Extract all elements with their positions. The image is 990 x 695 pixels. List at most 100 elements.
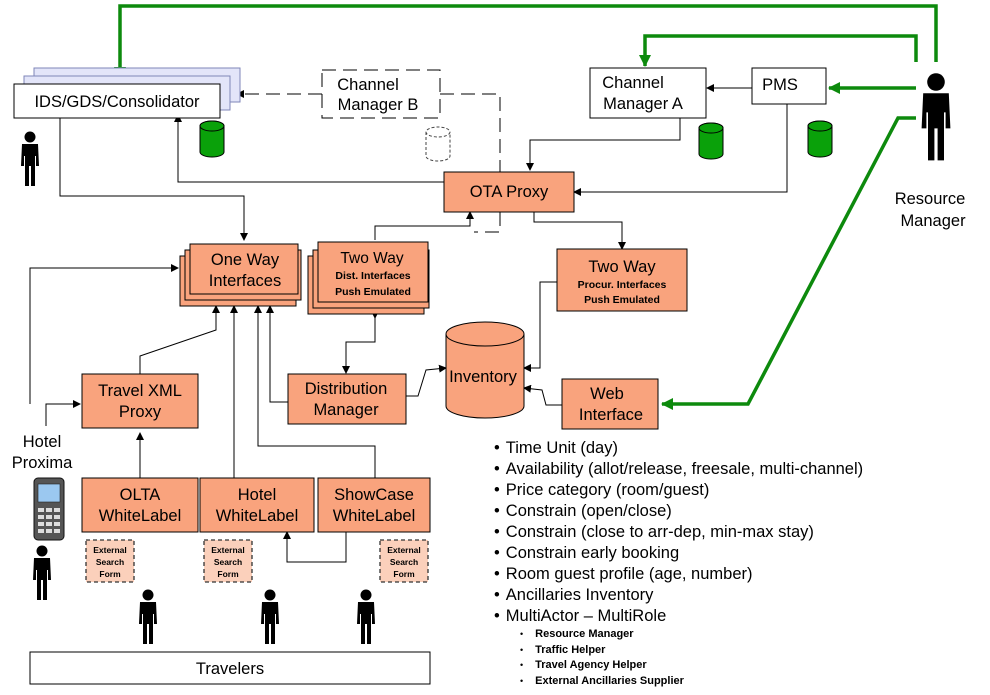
- edge-ids-to-oneway: [59, 112, 248, 241]
- role-item: External Ancillaries Supplier: [520, 674, 984, 690]
- travelers-node: Travelers: [29, 651, 431, 685]
- connectors: [29, 84, 788, 563]
- edge-cmb-to-twoway: [474, 212, 501, 233]
- feature-item: MultiActor – MultiRole: [494, 606, 984, 627]
- olta-line1: OLTA: [120, 486, 161, 504]
- travel-xml-line1: Travel XML: [98, 382, 182, 400]
- svg-text:Search: Search: [214, 557, 242, 567]
- channel-manager-b-line2: Manager B: [338, 96, 419, 114]
- edge-rm-to-cma: [639, 34, 918, 67]
- resource-manager-arrows: [114, 4, 938, 410]
- one-way-line2: Interfaces: [209, 272, 281, 290]
- channel-manager-a-line2: Manager A: [603, 95, 683, 113]
- feature-item: Price category (room/guest): [494, 480, 984, 501]
- ids-gds-label: IDS/GDS/Consolidator: [34, 93, 200, 111]
- edge-rm-to-web: [661, 116, 916, 410]
- feature-item: Constrain (open/close): [494, 501, 984, 522]
- person-icon-resource-manager: [921, 73, 951, 161]
- edge-proxima-to-oneway: [29, 264, 179, 404]
- edge-distmgr-inventory: [399, 364, 447, 400]
- role-item: Resource Manager: [520, 627, 984, 643]
- showcase-line2: WhiteLabel: [333, 507, 416, 525]
- web-interface-node: Web Interface: [561, 378, 659, 430]
- external-search-form-3: External Search Form: [379, 539, 429, 583]
- dashed-connectors: [236, 90, 501, 233]
- person-icon-traveler-1: [139, 589, 157, 644]
- svg-text:Search: Search: [96, 557, 124, 567]
- hotel-proxima-line1: Hotel: [23, 433, 62, 451]
- edge-pms-to-ota: [573, 104, 788, 196]
- travel-xml-proxy-node: Travel XML Proxy: [81, 373, 199, 429]
- external-search-form-2: External Search Form: [203, 539, 253, 583]
- two-way-dist-line3: Push Emulated: [335, 286, 411, 298]
- role-item: Travel Agency Helper: [520, 658, 984, 674]
- svg-text:Form: Form: [99, 569, 121, 579]
- database-icon-ids: [199, 120, 225, 158]
- feature-item: Room guest profile (age, number): [494, 564, 984, 585]
- resource-manager-line2: Manager: [900, 212, 966, 230]
- ota-proxy-node: OTA Proxy: [443, 171, 575, 213]
- two-way-dist-line2: Dist. Interfaces: [335, 270, 410, 282]
- edge-twoway-to-ota: [374, 211, 474, 240]
- two-way-procur-line3: Push Emulated: [584, 294, 660, 306]
- edge-distmgr-oneway: [266, 305, 295, 406]
- showcase-whitelabel-node: ShowCase WhiteLabel: [317, 477, 431, 533]
- edge-cma-to-ota: [526, 118, 681, 171]
- feature-item: Constrain (close to arr-dep, min-max sta…: [494, 522, 984, 543]
- edge-web-to-inventory: [523, 384, 562, 406]
- role-item: Traffic Helper: [520, 643, 984, 659]
- database-icon-pms: [807, 120, 833, 158]
- distribution-manager-node: Distribution Manager: [287, 373, 407, 425]
- hotel-whitelabel-node: Hotel WhiteLabel: [199, 477, 315, 533]
- two-way-dist-interfaces-node: Two Way Dist. Interfaces Push Emulated: [307, 241, 430, 315]
- edge-rm-to-ids: [114, 4, 938, 79]
- edge-proxima-to-travelxml: [45, 400, 81, 426]
- svg-text:Search: Search: [390, 557, 418, 567]
- features-list: Time Unit (day) Availability (allot/rele…: [494, 438, 984, 689]
- person-icon-proxima: [33, 545, 51, 600]
- svg-text:External: External: [211, 545, 245, 555]
- feature-item: Time Unit (day): [494, 438, 984, 459]
- one-way-interfaces-node: One Way Interfaces: [179, 243, 302, 307]
- web-interface-line2: Interface: [579, 406, 643, 424]
- svg-text:Form: Form: [217, 569, 239, 579]
- pms-node: PMS: [751, 67, 827, 105]
- feature-item: Constrain early booking: [494, 543, 984, 564]
- external-search-form-1: External Search Form: [85, 539, 135, 583]
- edge-showcase-to-oneway: [254, 305, 376, 478]
- ids-gds-consolidator-node: IDS/GDS/Consolidator: [13, 67, 241, 119]
- two-way-procur-line2: Procur. Interfaces: [578, 279, 667, 291]
- edge-procur-to-inventory: [523, 281, 557, 372]
- pms-label: PMS: [762, 76, 798, 94]
- two-way-procur-line1: Two Way: [588, 258, 656, 276]
- edge-ota-to-cmb: [440, 93, 501, 172]
- travel-xml-line2: Proxy: [119, 403, 162, 421]
- distribution-manager-line2: Manager: [313, 401, 379, 419]
- showcase-line1: ShowCase: [334, 486, 414, 504]
- svg-text:External: External: [93, 545, 127, 555]
- svg-text:Form: Form: [393, 569, 415, 579]
- two-way-procur-interfaces-node: Two Way Procur. Interfaces Push Emulated: [556, 248, 688, 312]
- roles-list: Resource Manager Traffic Helper Travel A…: [520, 627, 984, 689]
- ota-proxy-label: OTA Proxy: [470, 183, 549, 201]
- hotel-wl-line2: WhiteLabel: [216, 507, 299, 525]
- edge-ota-to-procur: [533, 212, 626, 250]
- database-icon-cmb: [425, 126, 451, 162]
- olta-line2: WhiteLabel: [99, 507, 182, 525]
- database-icon-cma: [698, 122, 724, 160]
- edge-travelxml-to-oneway: [139, 305, 220, 374]
- travelers-label: Travelers: [196, 660, 264, 678]
- distribution-manager-line1: Distribution: [305, 380, 388, 398]
- mobile-phone-icon: [33, 477, 65, 541]
- channel-manager-a-node: Channel Manager A: [589, 67, 707, 119]
- inventory-label: Inventory: [449, 368, 518, 386]
- inventory-node: Inventory: [445, 321, 525, 419]
- channel-manager-a-line1: Channel: [602, 74, 663, 92]
- svg-text:External: External: [387, 545, 421, 555]
- feature-item: Availability (allot/release, freesale, m…: [494, 459, 984, 480]
- person-icon-traveler-2: [261, 589, 279, 644]
- one-way-line1: One Way: [211, 251, 280, 269]
- web-interface-line1: Web: [590, 385, 624, 403]
- olta-whitelabel-node: OLTA WhiteLabel: [81, 477, 199, 533]
